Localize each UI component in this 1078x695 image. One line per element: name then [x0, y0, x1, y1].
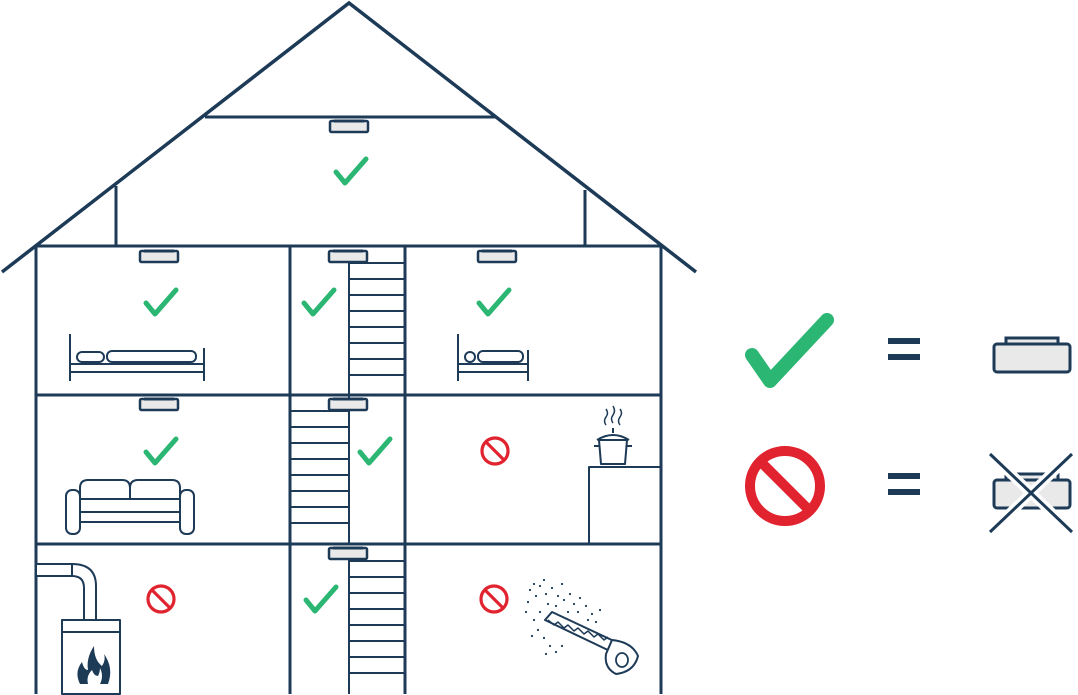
smoke-detector-icon — [327, 546, 369, 561]
boiler-flame-icon — [35, 563, 121, 695]
check-icon — [479, 290, 509, 314]
check-icon — [146, 290, 176, 314]
equals-sign — [888, 473, 920, 495]
smoke-detectors — [138, 119, 518, 561]
smoke-detector-icon — [327, 397, 369, 412]
smoke-detector-icon — [992, 336, 1072, 374]
saw-dust-icon — [524, 578, 639, 675]
double-bed-icon — [69, 334, 205, 381]
stairs-middle — [289, 395, 350, 544]
smoke-detector-icon — [327, 249, 369, 264]
stairs-top — [348, 262, 406, 395]
single-bed-icon — [457, 334, 529, 381]
check-icon — [745, 313, 834, 388]
prohibited-icon — [745, 446, 825, 526]
legend — [745, 313, 1076, 536]
equals-sign — [888, 338, 920, 360]
cooking-pot-icon — [588, 405, 661, 544]
check-icon — [146, 439, 176, 463]
prohibited-marks — [146, 436, 510, 614]
check-icon — [360, 439, 390, 463]
check-icon — [306, 587, 336, 611]
smoke-detector-icon — [138, 397, 180, 412]
stairs — [289, 262, 406, 694]
smoke-detector-icon — [138, 249, 180, 264]
smoke-detector-icon — [476, 249, 518, 264]
sofa-icon — [65, 479, 195, 535]
prohibited-icon — [146, 584, 176, 614]
no-detector-icon — [986, 450, 1076, 536]
smoke-detector-icon — [328, 119, 370, 134]
prohibited-icon — [479, 584, 509, 614]
prohibited-icon — [480, 436, 510, 466]
roof — [0, 0, 698, 274]
check-icon — [336, 159, 366, 183]
check-icon — [304, 290, 334, 314]
stairs-bottom — [348, 560, 406, 694]
